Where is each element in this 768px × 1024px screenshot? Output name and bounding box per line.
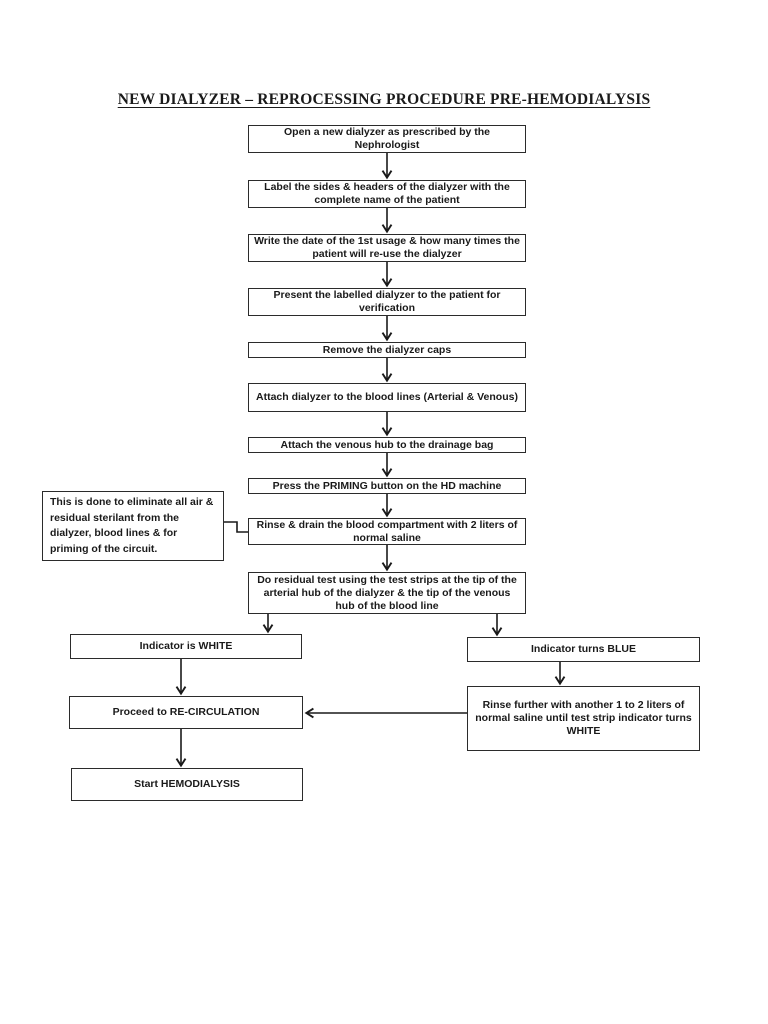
branch-indicator-white: Indicator is WHITE — [70, 634, 302, 659]
step-press-priming: Press the PRIMING button on the HD machi… — [248, 478, 526, 494]
branch-indicator-blue: Indicator turns BLUE — [467, 637, 700, 662]
note-connector-line — [224, 521, 248, 533]
page-title: NEW DIALYZER – REPROCESSING PROCEDURE PR… — [117, 91, 651, 108]
step-start-hemodialysis: Start HEMODIALYSIS — [71, 768, 303, 801]
step-open-dialyzer: Open a new dialyzer as prescribed by the… — [248, 125, 526, 153]
step-residual-test: Do residual test using the test strips a… — [248, 572, 526, 614]
step-present-dialyzer: Present the labelled dialyzer to the pat… — [248, 288, 526, 316]
step-rinse-drain: Rinse & drain the blood compartment with… — [248, 518, 526, 545]
step-attach-venous-hub: Attach the venous hub to the drainage ba… — [248, 437, 526, 453]
note-eliminate-air: This is done to eliminate all air & resi… — [42, 491, 224, 561]
step-rinse-further: Rinse further with another 1 to 2 liters… — [467, 686, 700, 751]
step-label-dialyzer: Label the sides & headers of the dialyze… — [248, 180, 526, 208]
step-write-date: Write the date of the 1st usage & how ma… — [248, 234, 526, 262]
step-remove-caps: Remove the dialyzer caps — [248, 342, 526, 358]
step-attach-bloodlines: Attach dialyzer to the blood lines (Arte… — [248, 383, 526, 412]
step-recirculation: Proceed to RE-CIRCULATION — [69, 696, 303, 729]
